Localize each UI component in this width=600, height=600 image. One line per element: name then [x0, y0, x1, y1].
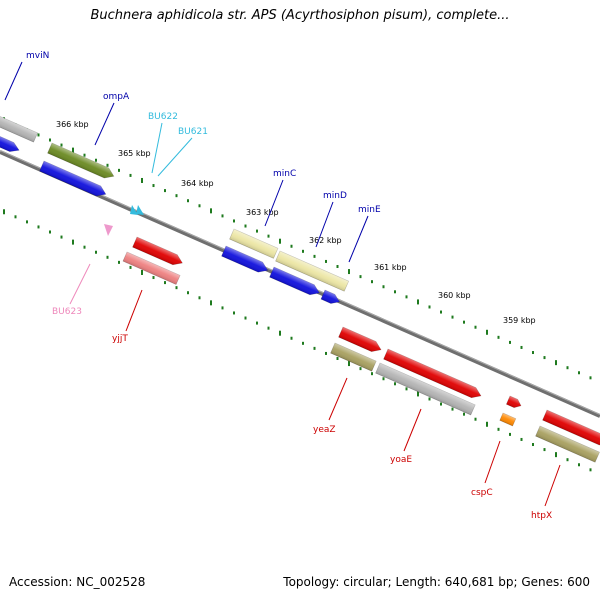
gene-mviN[interactable] — [0, 111, 38, 143]
gene-shading — [330, 343, 377, 372]
gene-shading — [122, 252, 181, 285]
accession-text: Accession: NC_002528 — [9, 575, 146, 589]
gene-minE[interactable] — [320, 289, 342, 306]
gene-shading — [338, 327, 382, 352]
gene-feature[interactable] — [505, 395, 522, 410]
tick-labels: 366 kbp 365 kbp 364 kbp 363 kbp 362 kbp 361 k… — [56, 120, 536, 325]
gene-shading — [269, 267, 320, 295]
gene-label-minD[interactable]: minD — [323, 191, 347, 201]
label-leader-line — [403, 408, 422, 452]
tick-label: 362 kbp — [309, 236, 342, 245]
gene-feature[interactable] — [0, 131, 21, 155]
gene-minC[interactable] — [229, 228, 279, 259]
gene-label-yeaZ[interactable]: yeaZ — [313, 425, 336, 435]
gene-feature[interactable] — [542, 409, 600, 448]
label-leader-line — [157, 137, 193, 177]
label-leader-line — [4, 61, 23, 101]
gene-shading — [229, 229, 278, 259]
gene-BU623[interactable] — [104, 224, 113, 236]
gene-label-mviN[interactable]: mviN — [26, 51, 49, 61]
map-title: Buchnera aphidicola str. APS (Acyrthosip… — [90, 8, 510, 23]
gene-features — [0, 111, 600, 463]
tick-label: 360 kbp — [438, 291, 471, 300]
tick-label: 363 kbp — [246, 208, 279, 217]
tick-label: 366 kbp — [56, 120, 89, 129]
gene-shading — [506, 396, 522, 408]
gene-label-cspC[interactable]: cspC — [471, 488, 493, 498]
gene-htpX[interactable] — [535, 425, 600, 463]
label-leader-line — [151, 122, 163, 174]
tick-label: 364 kbp — [181, 179, 214, 188]
label-leader-line — [125, 289, 143, 332]
rna-feature[interactable] — [136, 205, 144, 215]
gene-shading — [47, 143, 114, 179]
gene-label-yoaE[interactable]: yoaE — [390, 455, 412, 465]
label-leader-line — [69, 263, 91, 305]
tick-label: 361 kbp — [374, 263, 407, 272]
gene-label-minC[interactable]: minC — [273, 169, 296, 179]
gene-label-BU622[interactable]: BU622 — [148, 112, 178, 122]
gene-shading — [499, 413, 516, 426]
gene-label-BU623[interactable]: BU623 — [52, 307, 82, 317]
rna-feature[interactable] — [130, 205, 138, 215]
gene-shading — [535, 426, 600, 463]
gene-feature[interactable] — [39, 160, 109, 199]
gene-shading — [542, 410, 600, 446]
gene-shading — [375, 363, 476, 415]
gene-ompA[interactable] — [47, 142, 117, 181]
gene-yeaZ[interactable] — [330, 342, 377, 372]
tick-label: 365 kbp — [118, 149, 151, 158]
tick-row-lower — [3, 209, 592, 472]
label-leader-line — [484, 440, 501, 484]
gene-shading — [0, 132, 20, 152]
gene-cspC[interactable] — [499, 412, 517, 427]
label-leader-line — [348, 215, 369, 263]
gene-shading — [132, 237, 183, 265]
gene-shading — [275, 251, 349, 292]
gene-shading — [221, 246, 268, 273]
gene-shading — [320, 290, 340, 304]
label-leader-line — [315, 201, 334, 248]
gene-label-minE[interactable]: minE — [358, 205, 381, 215]
label-leader-line — [544, 464, 561, 507]
gene-label-BU621[interactable]: BU621 — [178, 127, 208, 137]
gene-shading — [39, 161, 106, 197]
gene-yoaE[interactable] — [375, 362, 476, 416]
gene-shading — [0, 112, 38, 143]
label-leader-line — [328, 377, 348, 421]
gene-feature[interactable] — [383, 348, 484, 401]
gene-minD[interactable] — [275, 250, 350, 292]
gene-shading — [383, 349, 481, 398]
tick-row-upper — [3, 117, 592, 380]
gene-feature[interactable] — [269, 266, 322, 298]
gene-label-ompA[interactable]: ompA — [103, 92, 130, 102]
gene-yjjT[interactable] — [122, 251, 181, 285]
label-leader-line — [264, 179, 284, 227]
tick-label: 359 kbp — [503, 316, 536, 325]
gene-feature[interactable] — [132, 236, 185, 268]
genome-stats-text: Topology: circular; Length: 640,681 bp; … — [283, 575, 590, 589]
label-leader-line — [94, 102, 115, 146]
gene-label-htpX[interactable]: htpX — [531, 511, 552, 521]
gene-label-yjjT[interactable]: yjjT — [112, 334, 128, 344]
gene-feature[interactable] — [338, 326, 384, 355]
gene-feature[interactable] — [221, 245, 270, 275]
